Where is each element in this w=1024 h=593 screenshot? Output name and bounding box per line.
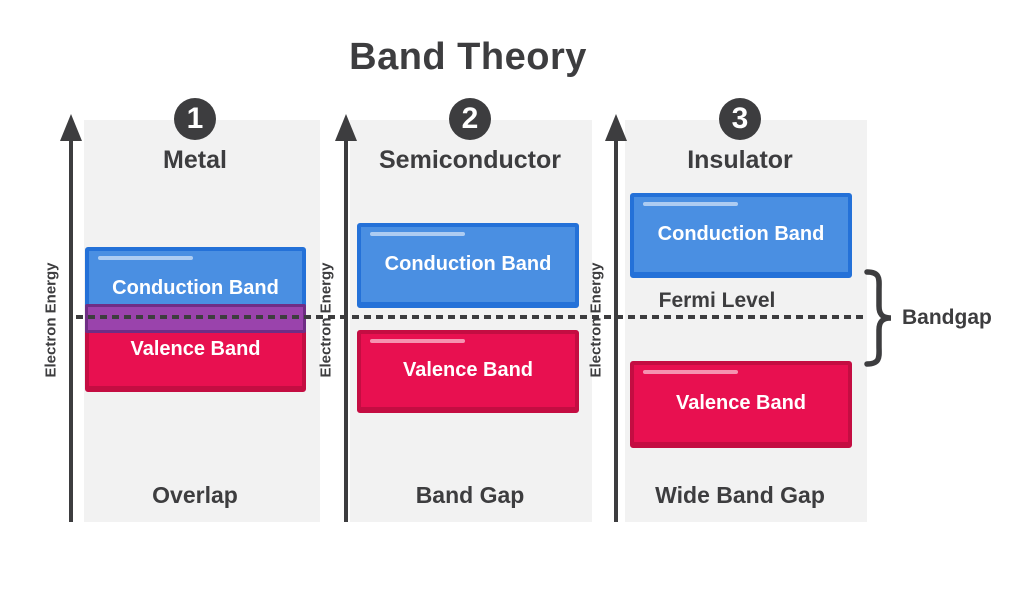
step-number: 2	[461, 102, 479, 135]
page-title: Band Theory	[349, 36, 587, 78]
step-badge: 1	[174, 98, 216, 140]
fermi-level-label: Fermi Level	[658, 289, 776, 312]
electron-energy-axis-label: Electron Energy	[42, 262, 60, 378]
panel-title: Insulator	[687, 146, 793, 174]
band-gap-type-label: Overlap	[152, 482, 238, 508]
panel-background	[625, 120, 867, 522]
band-gap-type-label: Wide Band Gap	[655, 482, 825, 508]
bandgap-brace-icon	[864, 269, 892, 367]
conduction-band-label: Conduction Band	[112, 276, 279, 299]
valence-band-box: Valence Band	[357, 330, 579, 413]
electron-energy-axis-label: Electron Energy	[317, 262, 335, 378]
band-highlight-line	[370, 339, 465, 343]
panel-background	[350, 120, 592, 522]
axis-arrow-icon	[344, 138, 348, 522]
band-highlight-line	[643, 370, 738, 374]
axis-arrow-icon	[614, 138, 618, 522]
band-highlight-line	[98, 256, 193, 260]
valence-band-label: Valence Band	[402, 359, 534, 381]
conduction-band-label: Conduction Band	[657, 223, 825, 245]
panel-title: Semiconductor	[379, 146, 561, 174]
conduction-band-label: Conduction Band	[384, 253, 552, 275]
electron-energy-axis-label: Electron Energy	[587, 262, 605, 378]
band-gap-type-label: Band Gap	[415, 482, 525, 508]
valence-band-label: Valence Band	[675, 392, 807, 414]
band-highlight-line	[370, 232, 465, 236]
step-number: 3	[731, 102, 749, 135]
axis-arrow-icon	[69, 138, 73, 522]
axis-arrowhead-icon	[335, 114, 357, 141]
bandgap-label: Bandgap	[902, 306, 992, 329]
valence-band-label: Valence Band	[130, 337, 261, 360]
conduction-band-box: Conduction Band	[357, 223, 579, 308]
step-number: 1	[186, 102, 204, 135]
conduction-band-box: Conduction Band	[630, 193, 852, 278]
axis-arrowhead-icon	[605, 114, 627, 141]
fermi-level-line	[76, 315, 866, 319]
band-highlight-line	[643, 202, 738, 206]
axis-arrowhead-icon	[60, 114, 82, 141]
step-badge: 2	[449, 98, 491, 140]
valence-band-box: Valence Band	[630, 361, 852, 448]
step-badge: 3	[719, 98, 761, 140]
panel-title: Metal	[163, 146, 227, 174]
